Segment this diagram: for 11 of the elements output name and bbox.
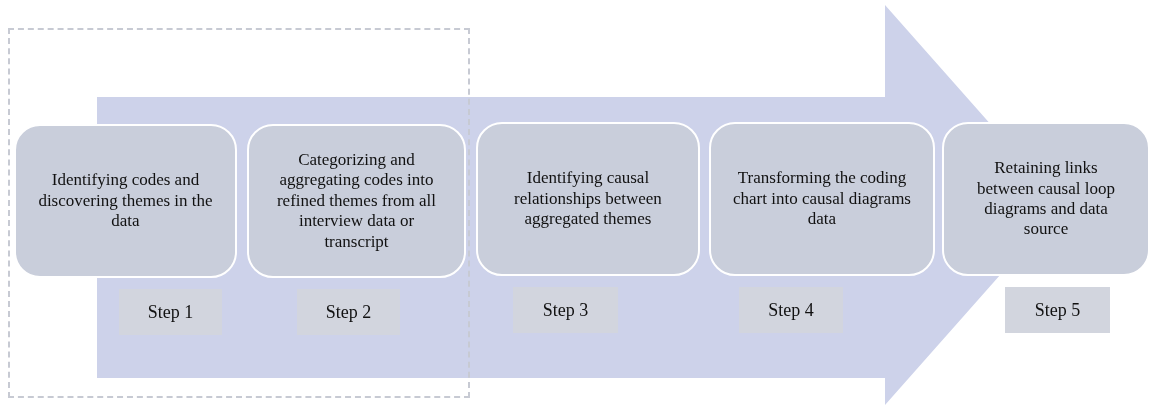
process-box: Transforming the coding chart into causal diagrams data xyxy=(709,122,935,276)
dashed-group-frame xyxy=(8,28,470,398)
process-box: Identifying codes and discovering themes in the data xyxy=(14,124,237,278)
process-box: Identifying causal relationships between aggregated themes xyxy=(476,122,700,276)
step-label: Step 3 xyxy=(513,287,618,333)
process-box: Categorizing and aggregating codes into refined themes from all interview data or transcript xyxy=(247,124,466,278)
step-label: Step 5 xyxy=(1005,287,1110,333)
process-box: Retaining links between causal loop diagrams and data source xyxy=(942,122,1150,276)
step-label: Step 1 xyxy=(119,289,222,335)
step-label: Step 2 xyxy=(297,289,400,335)
step-label: Step 4 xyxy=(739,287,843,333)
